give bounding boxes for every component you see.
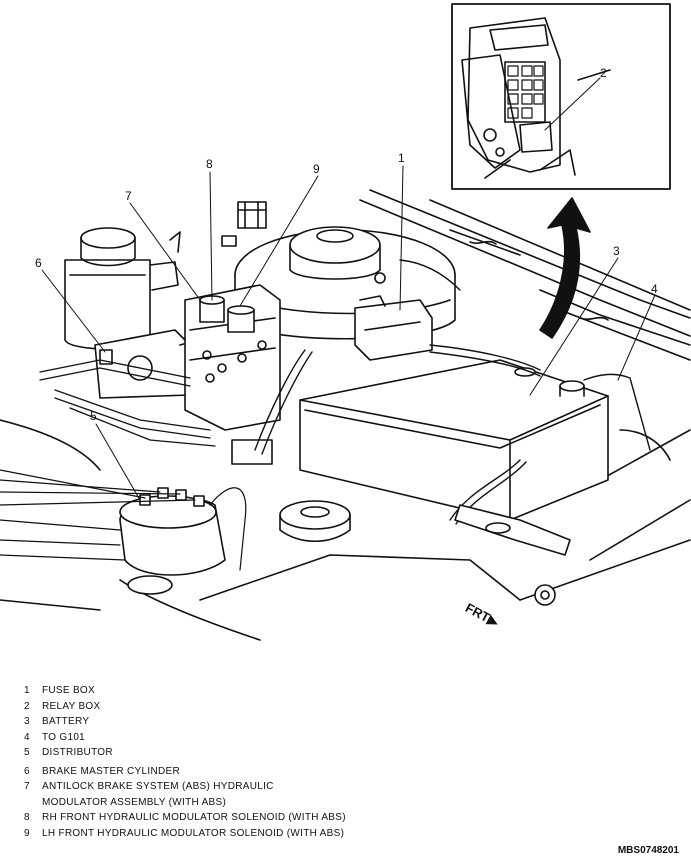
fuse-box: [354, 295, 433, 361]
coolant-cap: [279, 500, 351, 542]
callout-7: 7: [125, 189, 132, 203]
inset-pointer-arrow: [539, 197, 591, 339]
distributor: [119, 487, 226, 576]
top-connectors: [169, 201, 267, 253]
hold-down-bracket: [454, 504, 571, 606]
callout-8: 8: [206, 157, 213, 171]
engine-compartment-illustration: 1 2 3 4 5 6 7 8 9 FRT▶: [0, 3, 691, 641]
spark-plug-wires: [0, 469, 247, 571]
battery: [299, 359, 609, 521]
callout-2: 2: [600, 66, 607, 80]
callout-9: 9: [313, 162, 320, 176]
callout-leader-lines: [41, 77, 656, 501]
callout-4: 4: [651, 282, 658, 296]
callout-5: 5: [90, 409, 97, 423]
document-id: MBS0748201: [617, 845, 679, 856]
legend-item-continuation: MODULATOR ASSEMBLY (WITH ABS): [42, 796, 227, 808]
engine-outline: [0, 419, 671, 641]
fluid-reservoir: [64, 227, 179, 350]
callout-3: 3: [613, 244, 620, 258]
brake-lines: [39, 359, 216, 447]
abs-modulator-assembly: [184, 284, 281, 465]
callout-1: 1: [398, 151, 405, 165]
body-panel-lines: [359, 189, 691, 601]
relay-box-inset: [451, 3, 671, 190]
callout-6: 6: [35, 256, 42, 270]
